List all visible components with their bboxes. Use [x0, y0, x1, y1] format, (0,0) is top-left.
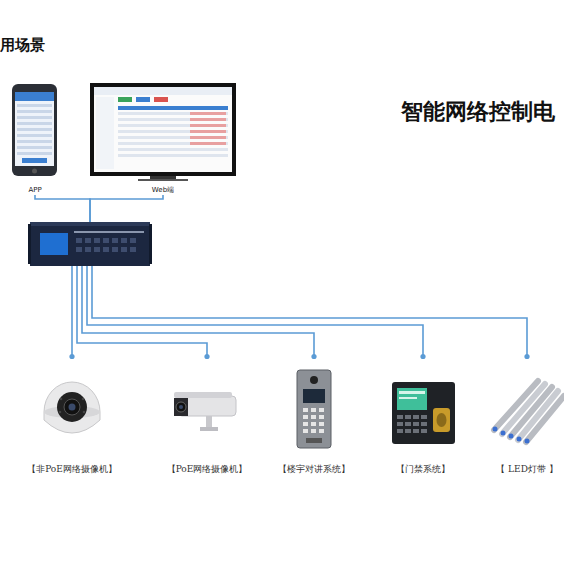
- connector: [82, 266, 317, 359]
- section-heading: 用场景: [0, 36, 45, 55]
- network-controller: [30, 222, 150, 266]
- web-client: Web端: [88, 82, 238, 195]
- connector: [90, 195, 163, 222]
- connector: [35, 195, 90, 222]
- diagram-title: 智能网络控制电: [401, 97, 555, 127]
- controller-illustration: [28, 222, 152, 266]
- intercom-illustration: [297, 370, 331, 448]
- node-label: Web端: [152, 185, 174, 195]
- connector-line: [35, 195, 90, 222]
- node-label: 【门禁系统】: [396, 463, 450, 475]
- led-strip-illustration: [493, 381, 564, 444]
- node-label: 【 LED灯带 】: [496, 463, 557, 475]
- access-control-illustration: [392, 382, 455, 444]
- phone-illustration: [12, 84, 57, 176]
- device-box: 【 LED灯带 】: [490, 358, 564, 475]
- device-box: 【楼宇对讲系统】: [264, 358, 364, 475]
- monitor-illustration: [90, 83, 236, 181]
- connector-dot: [311, 354, 316, 359]
- node-label: 【非PoE网络摄像机】: [27, 463, 117, 475]
- connector-line: [82, 266, 314, 358]
- dome-camera-illustration: [44, 382, 100, 433]
- node-label: APP: [28, 185, 41, 195]
- connector-line: [87, 266, 423, 358]
- connector-dot: [204, 354, 209, 359]
- node-label: 【PoE网络摄像机】: [167, 463, 248, 475]
- connector-dot: [524, 354, 529, 359]
- device-box: 【非PoE网络摄像机】: [22, 358, 122, 475]
- connector: [77, 266, 210, 359]
- connector: [69, 266, 74, 359]
- connector-line: [92, 266, 527, 358]
- connector: [87, 266, 426, 359]
- bullet-camera-illustration: [174, 392, 236, 431]
- device-box: 【PoE网络摄像机】: [157, 358, 257, 475]
- connector-line: [71, 266, 73, 358]
- node-label: 【楼宇对讲系统】: [278, 463, 350, 475]
- connector-dot: [420, 354, 425, 359]
- device-box: 【门禁系统】: [373, 358, 473, 475]
- connector-line: [77, 266, 207, 358]
- app-client: APP: [8, 82, 62, 195]
- connector-line: [90, 195, 163, 222]
- connector-dot: [69, 354, 74, 359]
- connector: [92, 266, 530, 359]
